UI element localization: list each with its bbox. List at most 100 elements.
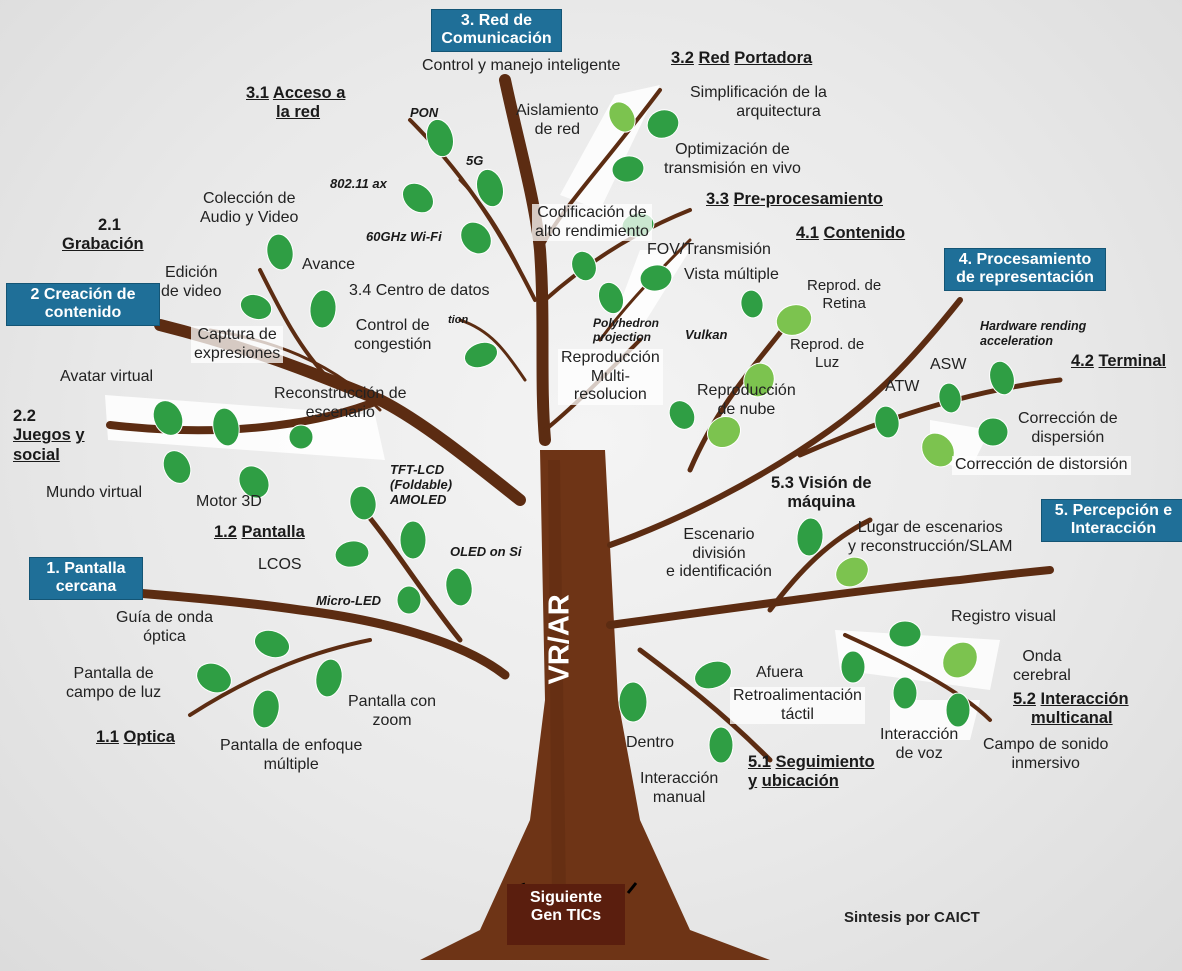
section-terminal: 4.2 Terminal [1071,352,1166,371]
tech-line: projection [593,330,652,345]
label-line: Retina [822,294,866,312]
box-line: 5. Percepción e [1054,502,1173,519]
label-mundo-virtual: Mundo virtual [46,484,143,501]
tech-vulkan: Vulkan [685,327,728,342]
label-line: Lugar de escenarios [857,519,1003,536]
label-reprod-luz: Reprod. de Luz [790,336,864,371]
label-campo-sonido: Campo de sonido inmersivo [983,736,1108,773]
label-vista-multiple: Vista múltiple [684,266,779,283]
label-edicion: Edición de video [161,264,222,301]
label-line: dispersión [1031,428,1105,446]
box-line: 2 Creación de [30,286,136,303]
label-line: Pantalla con [348,693,437,710]
section-title: Acceso a [272,84,346,102]
label-line: Escenario [683,526,755,543]
label-control-manejo: Control y manejo inteligente [422,57,621,74]
section-title: Portadora [734,49,813,67]
root-line: Siguiente [529,889,602,906]
section-number: 4.2 [1071,352,1094,370]
tech-polyhedron: Polyhedron projection [593,316,659,344]
box-line: Interacción [1070,520,1157,538]
label-line: Pantalla de enfoque [220,737,363,754]
label-line: campo de luz [66,683,162,701]
label-escenario-division: Escenario división e identificación [666,526,772,582]
tech-tft: TFT-LCD (Foldable) AMOLED [390,462,452,508]
label-line: Colección de [202,190,296,207]
label-optimizacion: Optimización de transmisión en vivo [664,141,801,178]
label-dentro: Dentro [626,734,675,751]
label-line: Aislamiento [516,102,599,119]
section-title: la red [276,103,321,122]
label-line: Retroalimentación [733,687,862,704]
section-box-percepcion: 5. Percepción e Interacción [1041,499,1182,542]
section-box-pantalla-cercana: 1. Pantalla cercana [29,557,143,600]
section-title: Optica [123,728,175,746]
label-line: transmisión en vivo [664,159,801,177]
box-line: 1. Pantalla [46,560,126,577]
label-onda-cerebral: Onda cerebral [1013,648,1071,685]
section-box-procesamiento: 4. Procesamiento de representación [944,248,1106,291]
section-number: 3.2 [671,49,694,67]
label-avatar: Avatar virtual [60,368,154,385]
root-box: Siguiente Gen TICs [507,884,625,945]
section-number: 4.1 [796,224,819,242]
tech-line: Hardware rending [980,319,1087,333]
section-title: Terminal [1098,352,1167,370]
label-line: Reprod. de [807,277,882,294]
label-line: de voz [895,744,943,762]
section-juegos: 2.2 Juegos y social [13,407,85,465]
section-title: social [13,445,60,464]
label-line: Corrección de [1018,410,1118,427]
section-number: 1.1 [96,728,119,746]
section-title: Interacción [1040,690,1129,708]
section-title: y [75,426,85,445]
section-seguimiento: 5.1 Seguimiento y ubicación [748,753,875,792]
label-line: zoom [372,711,412,729]
section-multicanal: 5.2 Interacción multicanal [1013,690,1129,729]
section-title: Grabación [62,235,144,254]
section-pantalla: 1.2 Pantalla [214,523,305,542]
tech-5g: 5G [466,153,484,168]
label-motor-3d: Motor 3D [196,493,262,510]
label-line: de red [534,120,581,138]
label-correccion-dispersion: Corrección de dispersión [1018,410,1118,447]
label-line: alto rendimiento [535,222,649,240]
trunk-label: VR/AR [543,594,576,685]
label-reproduccion-multi: Reproducción Multi- resolucion [558,349,663,406]
label-line: división [692,544,746,562]
label-line: Multi- [590,367,630,385]
label-line: Guía de onda [116,609,213,626]
label-afuera: Afuera [756,664,804,681]
tech-80211ax: 802.11 ax [330,176,387,191]
section-number: 3.3 [706,190,729,208]
section-number: 2.1 [98,216,121,234]
label-line: e identificación [666,563,772,581]
tech-pon: PON [410,105,439,120]
label-line: expresiones [194,344,281,362]
section-title: Pre-procesamiento [733,190,883,208]
tech-line: AMOLED [390,492,447,508]
label-line: resolucion [573,386,647,404]
label-line: Reprod. de [790,336,865,353]
label-retroalimentacion: Retroalimentación táctil [730,687,865,725]
label-control-congestion: Control de congestión [354,317,431,354]
section-number: 5.2 [1013,690,1036,708]
label-line: Audio y Video [200,208,299,226]
label-fov: FOV/Transmisión [647,241,771,258]
label-correccion-distorsion: Corrección de distorsión [952,456,1131,475]
section-number: 3.1 [246,84,269,102]
label-line: Reconstrucción de [274,385,407,402]
section-box-creacion: 2 Creación de contenido [6,283,160,326]
tech-line: (Foldable) [390,477,453,493]
label-simplificacion: Simplificación de la arquitectura [690,84,827,121]
label-line: Interacción [640,770,719,787]
root-line: Gen TICs [530,906,602,924]
label-line: Control de [355,317,430,334]
label-line: Optimización de [675,141,790,158]
label-line: inmersivo [1011,754,1080,772]
label-codificacion: Codificación de alto rendimiento [532,204,652,242]
label-line: múltiple [263,755,319,773]
section-title: multicanal [1031,709,1113,728]
